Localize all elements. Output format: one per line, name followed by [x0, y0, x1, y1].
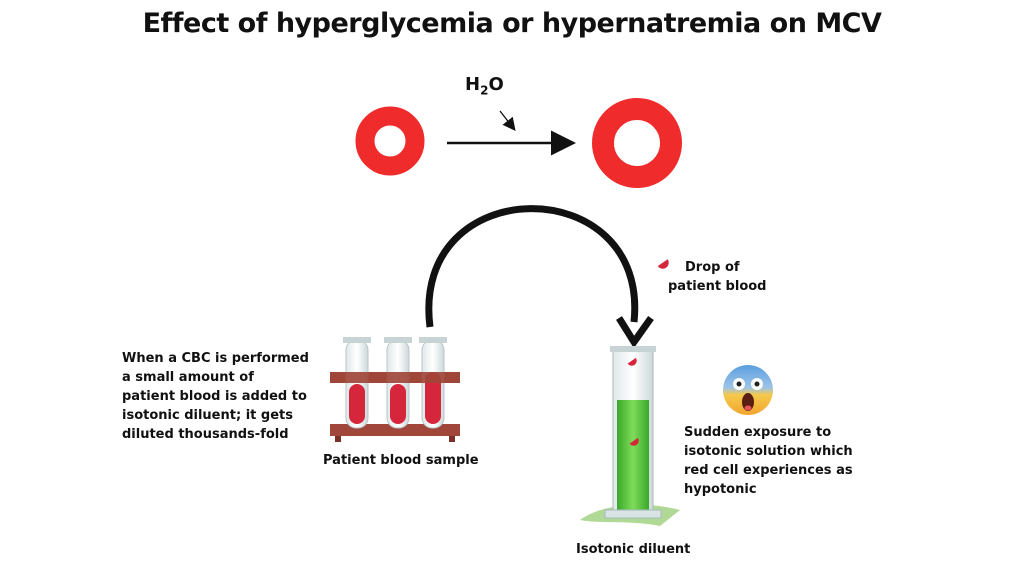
graduated-cylinder-icon — [580, 346, 680, 526]
cbc-line-2: a small amount of — [122, 370, 254, 385]
transfer-curved-arrow — [425, 205, 639, 328]
test-tube-rack-icon — [330, 337, 460, 442]
exposure-line-1: Sudden exposure to — [684, 425, 832, 440]
exposure-line-2: isotonic solution which — [684, 444, 853, 459]
page-title: Effect of hyperglycemia or hypernatremia… — [142, 8, 882, 39]
exposure-line-4: hypotonic — [684, 482, 757, 497]
exposure-description: Sudden exposure to isotonic solution whi… — [684, 423, 853, 499]
screaming-face-emoji-icon — [723, 365, 773, 415]
drop-label-line-1: Drop of — [685, 260, 740, 275]
cbc-description: When a CBC is performed a small amount o… — [122, 349, 309, 444]
water-label: H2O — [465, 74, 504, 98]
water-label-sub: 2 — [480, 83, 489, 98]
exposure-line-3: red cell experiences as — [684, 463, 853, 478]
transfer-arrowhead — [616, 315, 654, 349]
red-blood-cell-small-icon — [355, 106, 425, 176]
cbc-line-3: patient blood is added to — [122, 389, 307, 404]
water-influx-arrow — [499, 110, 516, 132]
blood-drop-icon — [657, 259, 669, 269]
cbc-line-4: isotonic diluent; it gets — [122, 408, 293, 423]
red-blood-cell-swollen-icon — [592, 98, 682, 188]
drop-label-line-2: patient blood — [668, 279, 767, 294]
water-label-h: H — [465, 74, 481, 95]
diluent-label: Isotonic diluent — [576, 542, 691, 557]
cbc-line-5: diluted thousands-fold — [122, 427, 289, 442]
sample-label: Patient blood sample — [323, 453, 479, 468]
drop-label: Drop of patient blood — [668, 258, 767, 296]
water-label-o: O — [488, 74, 504, 95]
cbc-line-1: When a CBC is performed — [122, 351, 309, 366]
